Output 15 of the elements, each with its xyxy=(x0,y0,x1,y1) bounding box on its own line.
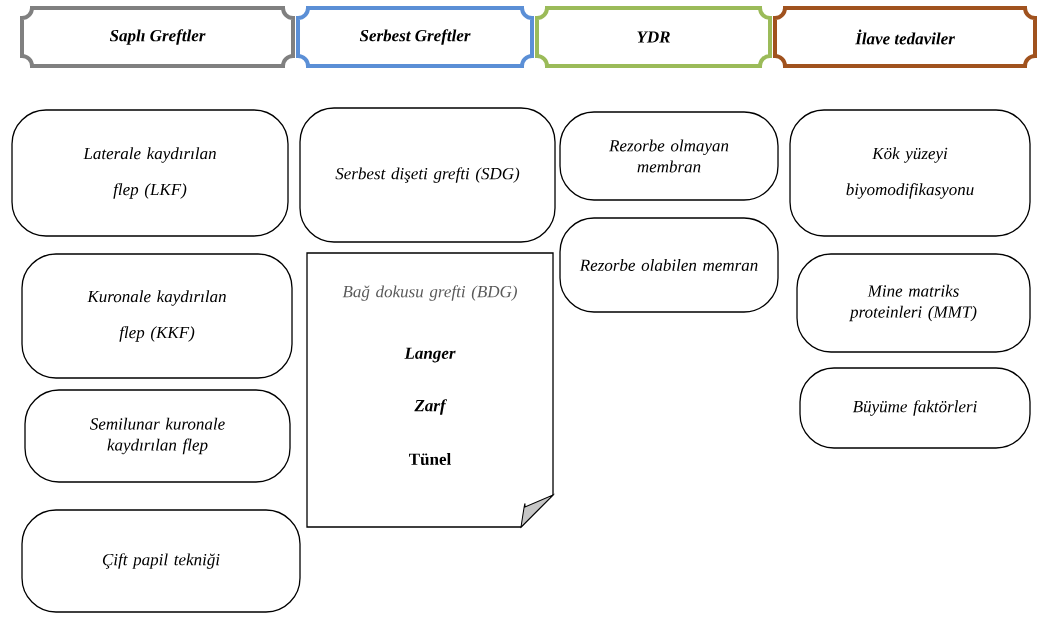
header-box: YDR xyxy=(535,6,772,68)
rounded-box: Çift papil tekniği xyxy=(21,509,301,613)
rounded-box: Kuronale kaydırılan flep (KKF) xyxy=(21,253,293,379)
rounded-box: Büyüme faktörleri xyxy=(799,367,1031,449)
rounded-box: Serbest dişeti grefti (SDG) xyxy=(299,107,556,243)
rounded-box: Laterale kaydırılan flep (LKF) xyxy=(11,109,289,237)
note-box: Bağ dokusu grefti (BDG) Langer Zarf Tünel xyxy=(306,252,554,528)
header-box: Serbest Greftler xyxy=(296,6,534,68)
rounded-box: Mine matriks proteinleri (MMT) xyxy=(796,253,1031,353)
rounded-box: Semilunar kuronale kaydırılan flep xyxy=(24,389,291,483)
rounded-box: Rezorbe olabilen memran xyxy=(559,217,779,313)
rounded-box: Rezorbe olmayan membran xyxy=(559,111,779,201)
header-box: Saplı Greftler xyxy=(20,6,295,68)
rounded-box: Kök yüzeyi biyomodifikasyonu xyxy=(789,109,1031,237)
header-box: İlave tedaviler xyxy=(773,6,1037,68)
